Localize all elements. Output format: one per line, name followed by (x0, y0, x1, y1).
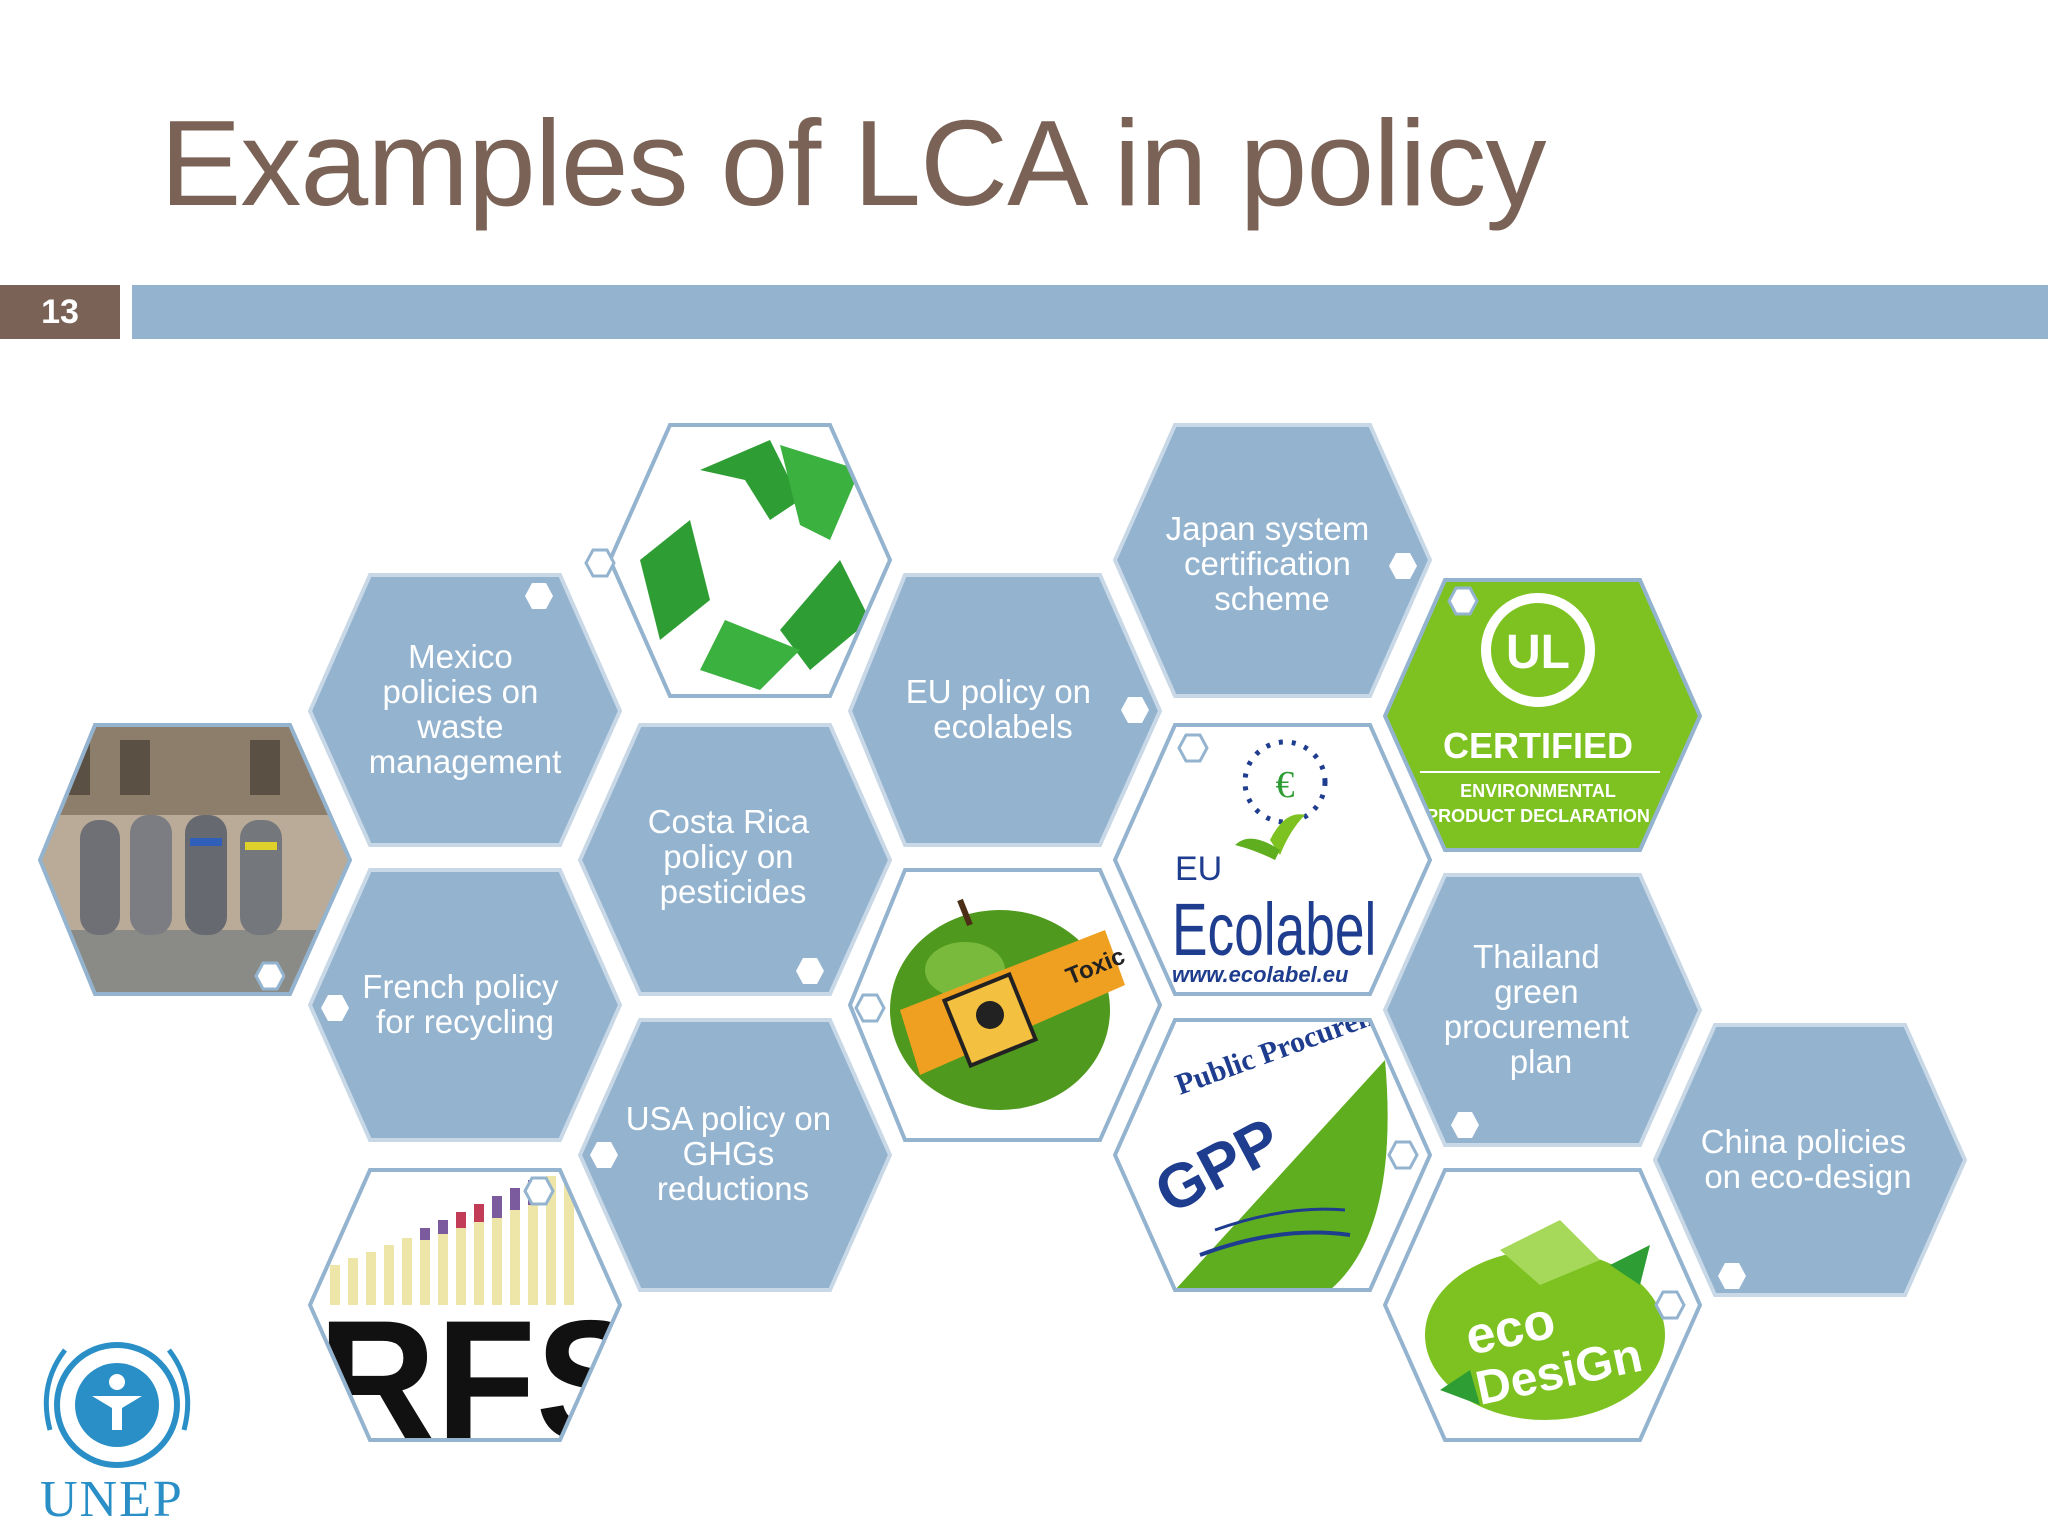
hex-label: Costa Rica policy on pesticides (648, 803, 819, 910)
small-hex-icon (1387, 1140, 1419, 1170)
hex-eu-ecolabel: € EU Ecolabel www.ecolabel.eu (1112, 723, 1433, 996)
hex-label: EU policy on ecolabels (906, 673, 1100, 745)
small-hex-icon (1121, 697, 1149, 723)
ul-certified-logo: UL CERTIFIED ENVIRONMENTAL PRODUCT DECLA… (1385, 580, 1700, 850)
hex-gpp: Public Procurement GPP (1112, 1018, 1433, 1292)
recycle-icon (640, 440, 870, 690)
hex-waste-bins (37, 723, 353, 996)
small-hex-icon (1654, 1290, 1686, 1320)
svg-text:€: € (1276, 764, 1295, 806)
small-hex-icon (584, 548, 616, 578)
svg-text:UL: UL (1506, 626, 1570, 679)
hex-label: USA policy on GHGs reductions (626, 1100, 841, 1207)
small-hex-icon (1389, 553, 1417, 579)
hex-ul-certified: UL CERTIFIED ENVIRONMENTAL PRODUCT DECLA… (1382, 578, 1703, 852)
hex-costa-rica: Costa Rica policy on pesticides (577, 723, 893, 996)
hex-label: French policy for recycling (362, 968, 567, 1040)
hex-eco-design: eco DesiGn (1382, 1168, 1703, 1442)
small-hex-icon (1447, 586, 1479, 616)
hex-label: Japan system certification scheme (1166, 510, 1379, 617)
hex-label: Mexico policies on waste management (369, 638, 562, 780)
hex-japan: Japan system certification scheme (1112, 423, 1433, 698)
svg-text:RFS: RFS (318, 1284, 645, 1477)
hex-thailand: Thailand green procurement plan (1382, 873, 1703, 1147)
hex-china: China policies on eco-design (1652, 1023, 1968, 1297)
small-hex-icon (1718, 1263, 1746, 1289)
eco-design-logo: eco DesiGn (1425, 1220, 1665, 1420)
svg-text:Ecolabel: Ecolabel (1172, 888, 1376, 971)
eu-ecolabel-logo: € EU Ecolabel www.ecolabel.eu (1172, 739, 1376, 987)
hex-recycle (584, 423, 893, 698)
small-hex-icon (321, 995, 349, 1021)
svg-text:www.ecolabel.eu: www.ecolabel.eu (1172, 962, 1349, 987)
slide-title: Examples of LCA in policy (160, 95, 1546, 231)
un-emblem-icon (43, 1342, 191, 1468)
svg-text:PRODUCT DECLARATION: PRODUCT DECLARATION (1426, 806, 1650, 826)
small-hex-icon (590, 1142, 618, 1168)
gpp-logo: Public Procurement GPP (1144, 1020, 1423, 1290)
accent-bar (132, 285, 2048, 339)
small-hex-icon (796, 958, 824, 984)
hex-french: French policy for recycling (307, 868, 623, 1142)
hex-label: Thailand green procurement plan (1444, 938, 1638, 1080)
small-hex-icon (254, 961, 286, 991)
hex-label: China policies on eco-design (1701, 1123, 1916, 1195)
hex-toxic-apple: Toxic (847, 868, 1163, 1142)
unep-logo-text: UNEP (40, 1471, 184, 1528)
small-hex-icon (1177, 733, 1209, 763)
waste-bins-photo (40, 725, 350, 994)
svg-text:EU: EU (1175, 850, 1222, 888)
svg-text:CERTIFIED: CERTIFIED (1443, 725, 1633, 766)
hex-mexico: Mexico policies on waste management (307, 573, 623, 847)
hex-rfs: RFS (307, 1168, 645, 1477)
hex-eu-policy: EU policy on ecolabels (847, 573, 1163, 847)
slide-number: 13 (0, 285, 120, 339)
hex-usa: USA policy on GHGs reductions (577, 1018, 893, 1292)
small-hex-icon (854, 993, 886, 1023)
small-hex-icon (1451, 1112, 1479, 1138)
svg-text:ENVIRONMENTAL: ENVIRONMENTAL (1460, 781, 1616, 801)
toxic-apple-photo: Toxic (890, 898, 1129, 1110)
small-hex-icon (523, 1176, 555, 1206)
small-hex-icon (525, 583, 553, 609)
